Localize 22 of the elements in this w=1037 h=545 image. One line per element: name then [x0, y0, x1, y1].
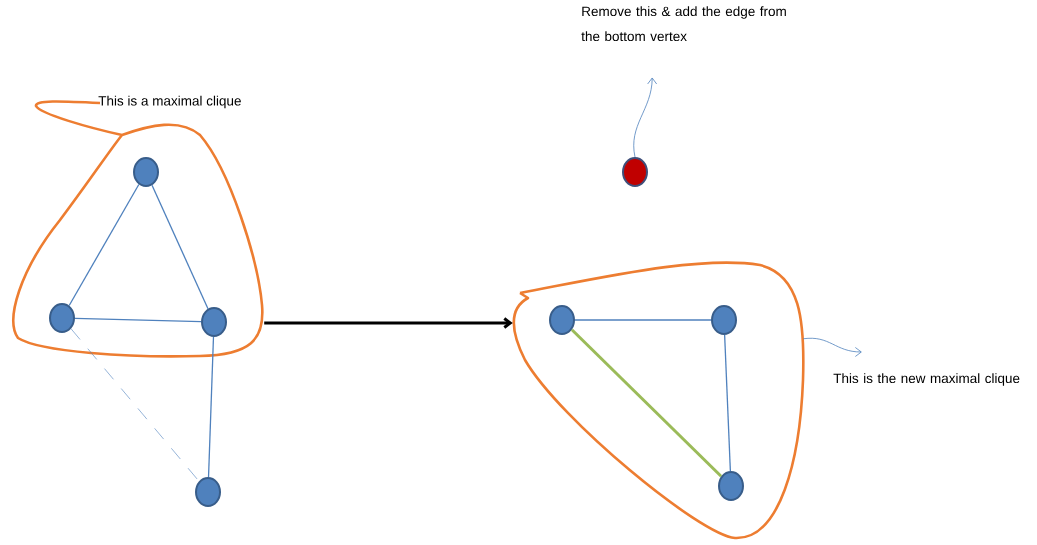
callout-text: Remove this & add the edge from the bottom vertex	[581, 6, 786, 42]
graph-edge	[724, 334, 731, 472]
vertex	[549, 305, 575, 335]
graph-edge	[207, 336, 215, 478]
graph-edge	[68, 183, 140, 307]
vertex	[195, 477, 221, 507]
vertex	[201, 307, 227, 337]
arrow	[633, 77, 658, 158]
vertex	[711, 305, 737, 335]
callout-text: This is a maximal clique	[98, 95, 241, 109]
vertex	[718, 471, 744, 501]
clique-outline	[512, 261, 805, 540]
vertex	[133, 157, 159, 187]
graph-edge	[574, 319, 712, 321]
graph-edge	[74, 317, 202, 323]
arrow	[264, 317, 513, 329]
vertex	[49, 303, 75, 333]
arrow	[802, 337, 862, 357]
vertex	[622, 157, 648, 187]
graph-edge	[570, 328, 723, 478]
callout-text: This is the new maximal clique	[833, 373, 1020, 386]
graph-edge	[151, 184, 209, 310]
